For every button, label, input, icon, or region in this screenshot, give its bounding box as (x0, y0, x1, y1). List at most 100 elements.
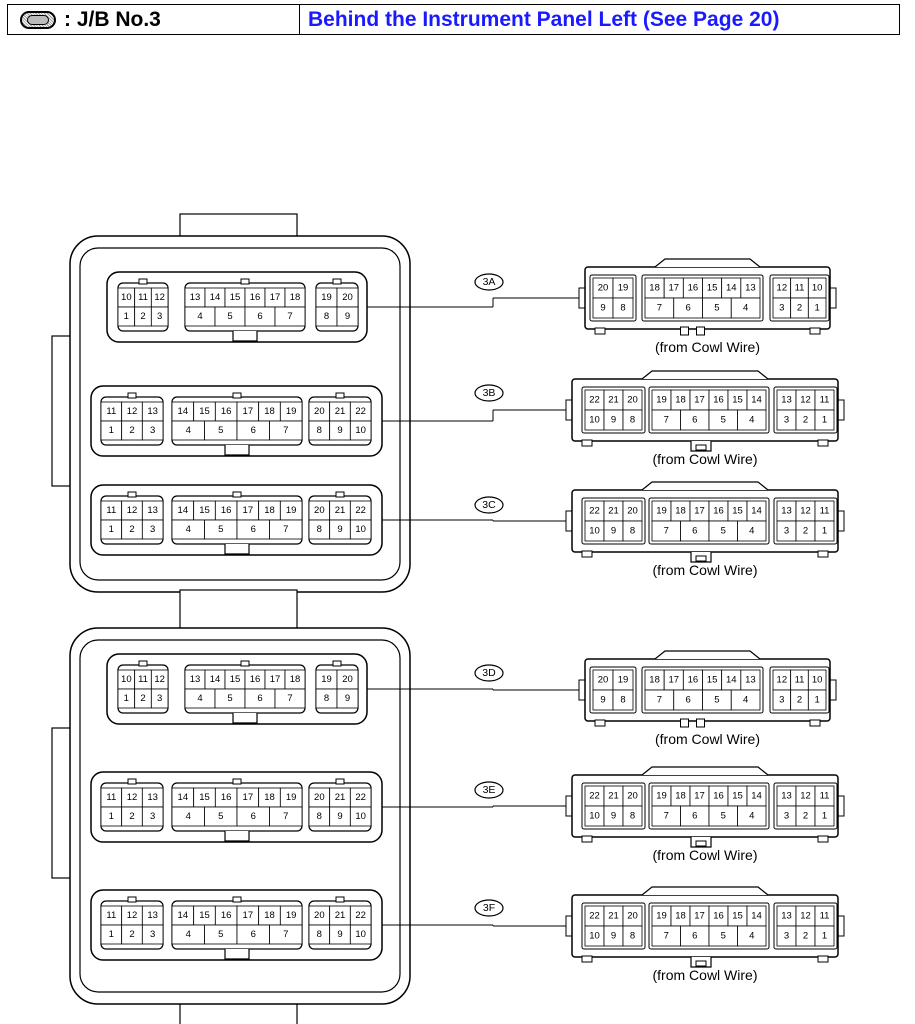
connector-code-badge (474, 273, 504, 291)
jb-pin-label: 9 (345, 693, 350, 704)
jb-lock-tab (127, 491, 137, 498)
jb-lock-tab (335, 896, 345, 903)
wire-pin-label: 12 (777, 675, 788, 686)
wire-pin-label: 11 (795, 675, 805, 686)
jb-pin-label: 10 (121, 292, 132, 303)
jb-pin-cell (336, 306, 359, 327)
wire-pin-label: 15 (707, 675, 718, 686)
jb-pin-label: 5 (218, 811, 223, 822)
wire-pin-label: 8 (630, 526, 635, 537)
wire-pin-label: 17 (668, 283, 679, 294)
wire-pin-cell (814, 520, 835, 542)
wire-pin-label: 16 (688, 675, 699, 686)
wire-foot (817, 955, 829, 963)
wire-pin-label: 7 (664, 415, 669, 426)
jb-pin-label: 21 (335, 792, 346, 803)
wire-pin-cell (612, 297, 634, 319)
jb-pin-label: 12 (127, 505, 138, 516)
jb-lock-tab (127, 896, 137, 903)
jb-pin-label: 4 (197, 311, 202, 322)
jb-pin-label: 1 (109, 811, 114, 822)
jb-pin-label: 4 (186, 929, 191, 940)
jb-pin-label: 16 (221, 792, 232, 803)
wire-pin-cell (814, 805, 835, 827)
wire-pin-label: 9 (611, 415, 616, 426)
connector-code-label: 3E (483, 784, 496, 796)
jb-lock-tab (335, 491, 345, 498)
jb-pin-label: 10 (121, 674, 132, 685)
jb-pin-label: 14 (178, 792, 189, 803)
wire-source-label: (from Cowl Wire) (653, 967, 758, 983)
wire-pin-label: 6 (692, 931, 697, 942)
jb-pin-label: 17 (270, 674, 281, 685)
jb-pin-label: 5 (227, 311, 232, 322)
header-left-cell: : J/B No.3 (8, 5, 300, 34)
jb-pin-label: 13 (147, 505, 158, 516)
wire-pin-label: 8 (630, 415, 635, 426)
wire-pin-label: 8 (630, 931, 635, 942)
junction-block-code: : J/B No.3 (64, 7, 161, 31)
wire-pin-label: 20 (627, 395, 638, 406)
wire-pin-label: 17 (694, 911, 705, 922)
housing-link-neck (179, 589, 298, 631)
wire-pin-label: 15 (707, 283, 718, 294)
wire-pin-label: 2 (797, 695, 802, 706)
jb-pin-label: 1 (109, 929, 114, 940)
wire-pin-cell (814, 409, 835, 431)
wire-pin-label: 14 (751, 911, 762, 922)
jb-pin-label: 3 (150, 524, 155, 535)
jb-pin-label: 10 (355, 425, 366, 436)
jb-lock-tab (232, 778, 242, 785)
jb-pin-label: 13 (190, 292, 201, 303)
wire-pin-label: 7 (664, 931, 669, 942)
wire-foot (581, 835, 593, 843)
jb-pin-label: 7 (287, 693, 292, 704)
wire-pin-label: 8 (620, 695, 625, 706)
wire-pin-label: 5 (721, 931, 726, 942)
wire-pin-label: 19 (656, 911, 667, 922)
wire-pin-label: 10 (589, 811, 600, 822)
jb-lock-tab (335, 778, 345, 785)
wire-pin-label: 6 (692, 811, 697, 822)
wire-top-hood (654, 650, 761, 660)
wire-pin-label: 5 (721, 811, 726, 822)
wire-top-hood (641, 481, 769, 491)
wire-pin-label: 20 (627, 506, 638, 517)
wire-pin-label: 8 (620, 303, 625, 314)
wire-pin-label: 3 (784, 931, 789, 942)
wire-lock-tab (695, 840, 707, 847)
wire-pin-label: 12 (800, 395, 811, 406)
jb-pin-label: 18 (290, 674, 301, 685)
jb-pin-label: 1 (124, 311, 129, 322)
location-link[interactable]: Behind the Instrument Panel Left (See Pa… (308, 7, 780, 31)
wire-pin-label: 16 (688, 283, 699, 294)
wire-pin-label: 4 (749, 931, 754, 942)
wire-source-label: (from Cowl Wire) (653, 847, 758, 863)
jb-pin-label: 8 (317, 929, 322, 940)
wire-lock (696, 718, 705, 728)
jb-key-slot (232, 713, 258, 724)
jb-pin-label: 3 (157, 693, 162, 704)
jb-pin-label: 21 (335, 910, 346, 921)
jb-pin-label: 4 (186, 425, 191, 436)
jb-pin-label: 13 (147, 792, 158, 803)
jb-pin-cell (336, 688, 359, 709)
jb-pin-cell (274, 688, 306, 709)
wire-top-hood (641, 886, 769, 896)
jb-pin-cell (269, 924, 303, 945)
jb-pin-label: 18 (264, 505, 275, 516)
jb-pin-label: 16 (250, 674, 261, 685)
wire-pin-label: 21 (608, 395, 619, 406)
jb-pin-cell (141, 519, 164, 540)
wire-pin-label: 3 (784, 526, 789, 537)
jb-key-slot (232, 331, 258, 342)
wire-pin-cell (730, 297, 761, 319)
jb-lock-tab (332, 278, 342, 285)
jb-pin-label: 6 (251, 524, 256, 535)
wire-pin-label: 21 (608, 911, 619, 922)
wire-pin-label: 14 (751, 791, 762, 802)
jb-lock-tab (335, 392, 345, 399)
